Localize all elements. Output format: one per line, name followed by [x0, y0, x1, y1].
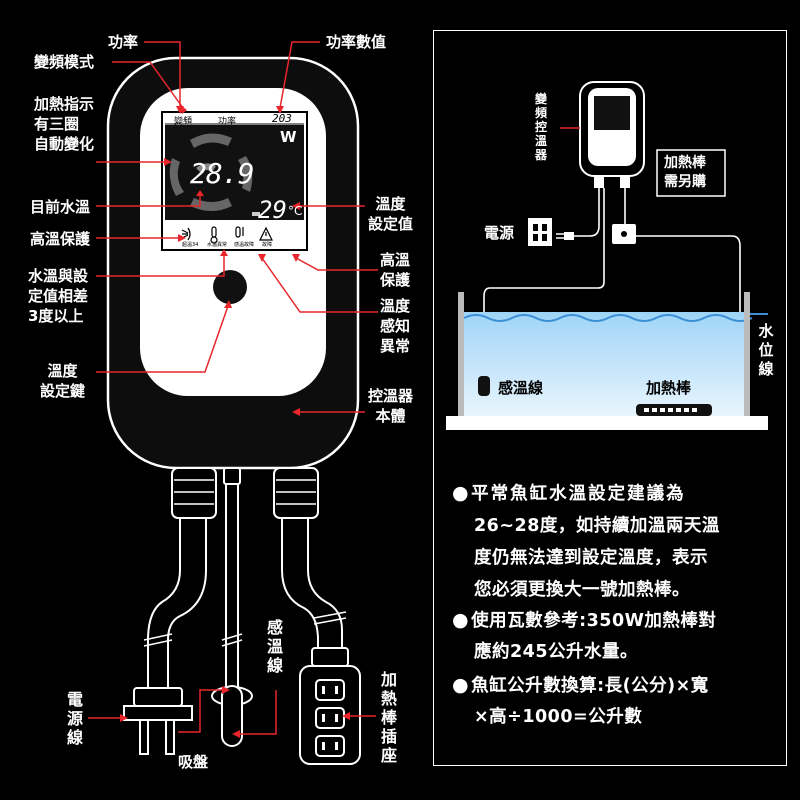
note-3-line-1: ●魚缸公升數換算:長(公分)×寬 [452, 674, 709, 696]
label-power-value: 功率數值 [326, 33, 387, 51]
note-1-line-4: 您必須更換大一號加熱棒。 [474, 580, 690, 600]
callout-lines-left [88, 41, 229, 733]
screen-icon-label-3: 感溫故障 [234, 242, 255, 248]
screen-icon-label-4: 故障 [262, 242, 273, 248]
tank-heater-label: 加熱棒 [646, 379, 692, 397]
callout-lines-right [240, 41, 378, 735]
cable-glands [171, 467, 319, 519]
power-cord [147, 518, 207, 690]
tank-heater-note: 加熱棒 需另購 [664, 155, 706, 190]
note-1-line-3: 度仍無法達到設定溫度，表示 [474, 548, 708, 568]
heater-socket [299, 647, 361, 765]
note-2-line-2: 應約245公升水量。 [474, 642, 639, 662]
tank-diagram [446, 81, 780, 430]
screen-current-temp: 28.9 [190, 157, 254, 190]
tank-controller-label: 變頻控溫器 [534, 92, 547, 162]
wall-outlet [528, 218, 552, 246]
note-2-line-1: ●使用瓦數參考:350W加熱棒對 [452, 609, 717, 631]
screen-icon-label-1: 超溫34 [182, 242, 199, 248]
suction-cup [211, 685, 253, 747]
label-controller-body: 控溫器 本體 [368, 387, 414, 425]
label-heat-indicator: 加熱指示 有三圈 自動變化 [34, 95, 95, 153]
label-freq-mode: 變頻模式 [34, 53, 95, 71]
temp-set-knob [213, 270, 247, 304]
label-temp-set-value: 溫度 設定值 [368, 195, 414, 233]
label-heater-socket: 加熱棒插座 [380, 670, 397, 765]
screen-power-digits: 203 [272, 112, 292, 125]
tank-sensor-label: 感溫線 [498, 379, 544, 397]
socket-cord [281, 518, 343, 650]
note-1-line-2: 26~28度，如持續加溫兩天溫 [474, 516, 720, 536]
info-panel [433, 30, 787, 766]
sensor-cord [225, 484, 239, 690]
label-sensor-wire: 感溫線 [266, 618, 283, 675]
power-plug [123, 687, 193, 755]
bullet-icon: ● [452, 482, 470, 504]
note-3-line-2: ×高÷1000=公升數 [474, 707, 643, 727]
heater-note-box [656, 149, 726, 197]
screen-set-temp: 29 [258, 196, 287, 224]
tank-sensor-probe [478, 376, 490, 396]
label-temp-diff: 水溫與設 定值相差 3度以上 [28, 267, 89, 325]
tank-base [446, 416, 768, 430]
label-power-cord: 電源線 [66, 690, 83, 747]
tank-power-label: 電源 [484, 224, 515, 242]
note-1-line-1: ●平常魚缸水溫設定建議為 [452, 482, 686, 504]
bullet-icon: ● [452, 674, 470, 696]
screen-mode-label: 變頻 [174, 117, 193, 127]
label-sensor-error: 溫度 感知 異常 [380, 297, 411, 355]
screen-icon-label-2: 水溫異常 [207, 242, 228, 248]
label-power: 功率 [108, 33, 139, 51]
bullet-icon: ● [452, 609, 470, 631]
lcd-background [165, 125, 304, 220]
screen-power-label: 功率 [218, 117, 237, 127]
tank-water-level-label: 水位線 [758, 322, 774, 378]
screen-power-unit: W [280, 128, 297, 146]
label-temp-set-key: 溫度 設定鍵 [40, 362, 86, 400]
label-high-temp-protect-2: 高溫 保護 [380, 251, 411, 289]
label-high-temp-protect: 高溫保護 [30, 230, 91, 248]
label-suction-cup: 吸盤 [178, 753, 209, 771]
screen-temp-unit: °C [288, 204, 303, 218]
label-current-temp: 目前水溫 [30, 198, 91, 216]
tank-heater [636, 404, 712, 416]
